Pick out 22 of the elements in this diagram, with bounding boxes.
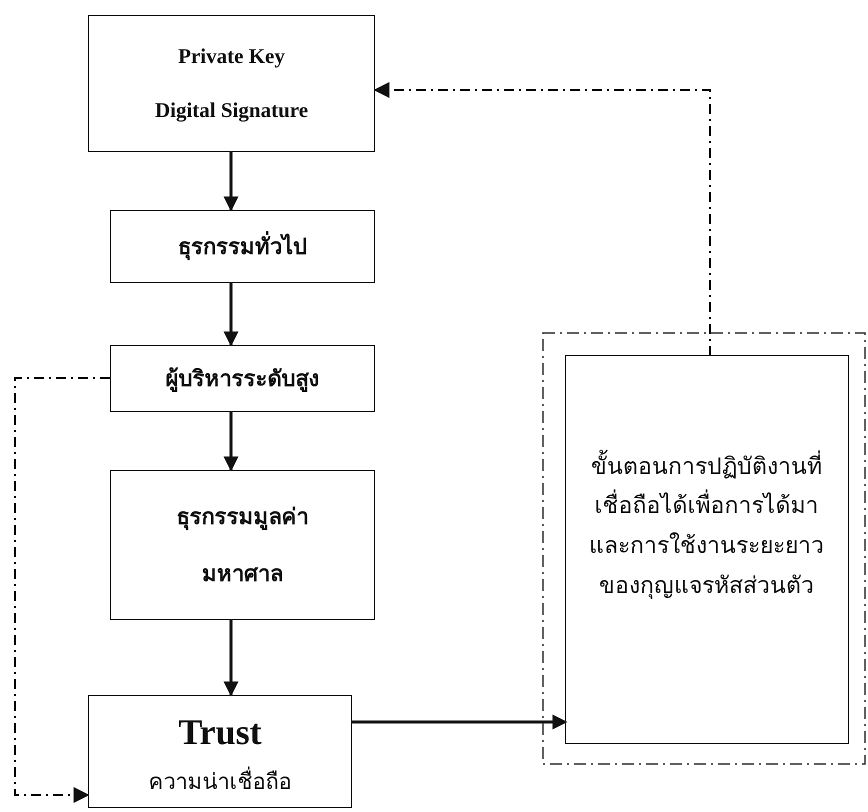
arrow [224,152,238,212]
process-box [564,354,848,744]
process-box [110,345,375,412]
arrow [224,620,238,696]
box-label: Digital Signature [154,96,308,124]
box-label: Trust [178,711,262,754]
arrow [224,283,238,346]
process-box [110,470,375,620]
box-label: ผู้บริหารระดับสูง [166,365,320,394]
process-box [110,210,375,283]
arrow [352,714,568,730]
arrow [224,412,238,472]
box-label: ธุรกรรมทั่วไป [178,230,307,263]
process-box [88,695,352,808]
dash-dot-frame [542,332,866,765]
arrow [14,377,110,803]
box-label: Private Key [178,43,285,70]
arrow [373,82,711,356]
process-box [88,15,375,152]
box-label: ขั้นตอนการปฏิบัติงานที่เชื่อถือได้เพื่อการได้มาและการใช้งานระยะยาวของกุญแจรหัสส่วนตัว [586,446,828,606]
box-label: ธุรกรรมมูลค่ามหาศาล [176,502,310,588]
box-label: ความน่าเชื่อถือ [148,765,292,798]
